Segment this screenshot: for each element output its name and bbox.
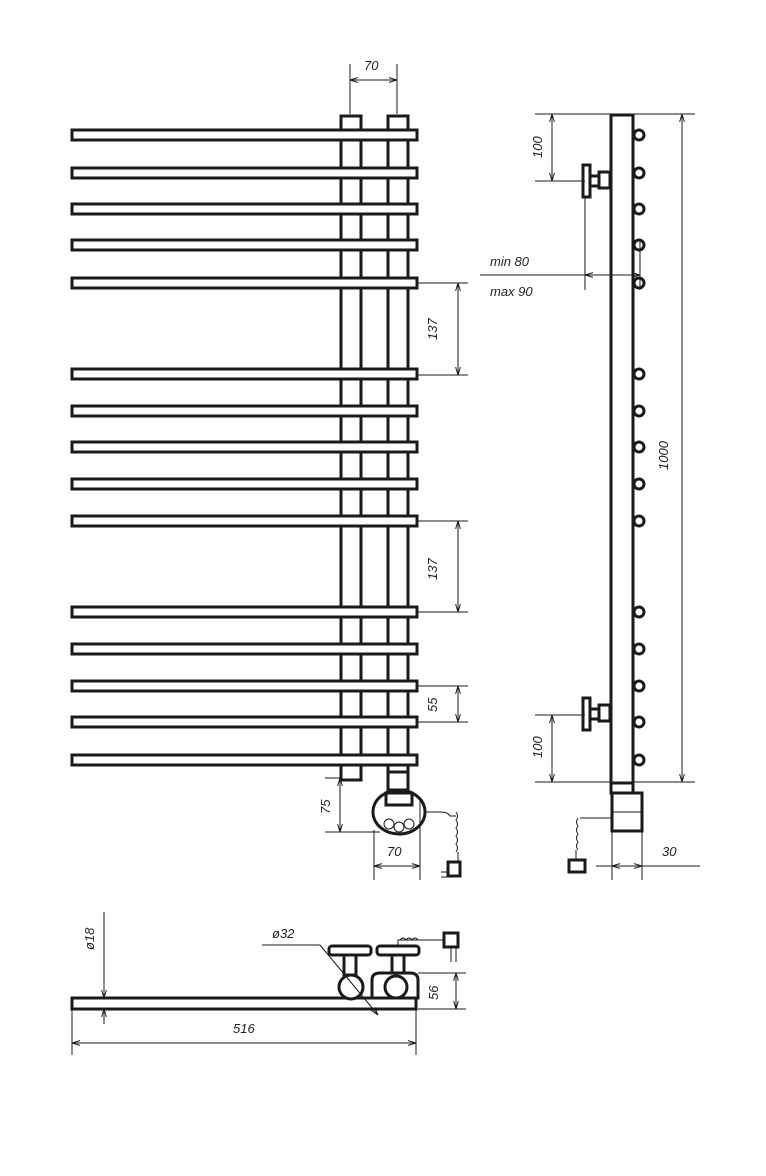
dim-valve-offset: 75 [318,799,333,814]
towel-bar [70,404,419,418]
dim-wall-min: min 80 [490,254,530,269]
bar-end-circle [632,679,646,693]
wall-mount-top [581,163,613,199]
towel-bar [70,128,419,142]
towel-bar [70,238,419,252]
bar-end-circle [632,166,646,180]
side-bar-ends [632,128,646,767]
towel-bar [70,367,419,381]
heating-element-side [567,781,644,874]
bar-end-circle [632,477,646,491]
side-vertical-pipe [609,113,635,785]
dim-pipe-diameter: ø32 [272,926,295,941]
bar-end-circle [632,128,646,142]
dim-valve-spacing-bottom: 70 [387,844,402,859]
dim-gap-upper: 137 [425,318,440,340]
towel-bar [70,753,419,767]
bar-end-circle [632,753,646,767]
dim-bottom-offset: 100 [530,736,545,758]
dim-width: 516 [233,1021,255,1036]
bar-end-circle [632,276,646,290]
bar-end-circle [632,367,646,381]
dim-height: 1000 [656,440,671,470]
dim-pipe-spacing-top: 70 [364,58,379,73]
towel-bar [70,715,419,729]
bar-end-circle [632,440,646,454]
top-view: ø18 ø32 56 516 [70,912,466,1055]
bar-end-circle [632,404,646,418]
towel-bar [70,605,419,619]
bar-end-circle [632,202,646,216]
towel-bar [70,477,419,491]
towel-bar [70,514,419,528]
top-valve-right [370,931,460,1000]
towel-bar [70,440,419,454]
front-view: 70 137 137 55 75 [70,58,468,880]
dim-bar-pitch: 55 [425,697,440,712]
dim-top-offset: 100 [530,136,545,158]
front-bars [70,128,419,767]
dim-depth: 30 [662,844,677,859]
heating-element-front [371,770,462,878]
dim-wall-max: max 90 [490,284,533,299]
bar-end-circle [632,642,646,656]
towel-bar [70,642,419,656]
top-bar [70,996,418,1011]
wall-mount-bottom [581,696,613,732]
towel-bar [70,202,419,216]
towel-bar [70,166,419,180]
dim-bar-diameter: ø18 [82,927,97,950]
towel-bar [70,276,419,290]
dim-gap-lower: 137 [425,558,440,580]
side-view: 100 100 min 80 max 90 1000 [480,113,700,880]
bar-end-circle [632,514,646,528]
top-valve-left [327,944,373,1001]
dim-height-top: 56 [426,985,441,1000]
bar-end-circle [632,238,646,252]
towel-bar [70,679,419,693]
bar-end-circle [632,715,646,729]
bar-end-circle [632,605,646,619]
